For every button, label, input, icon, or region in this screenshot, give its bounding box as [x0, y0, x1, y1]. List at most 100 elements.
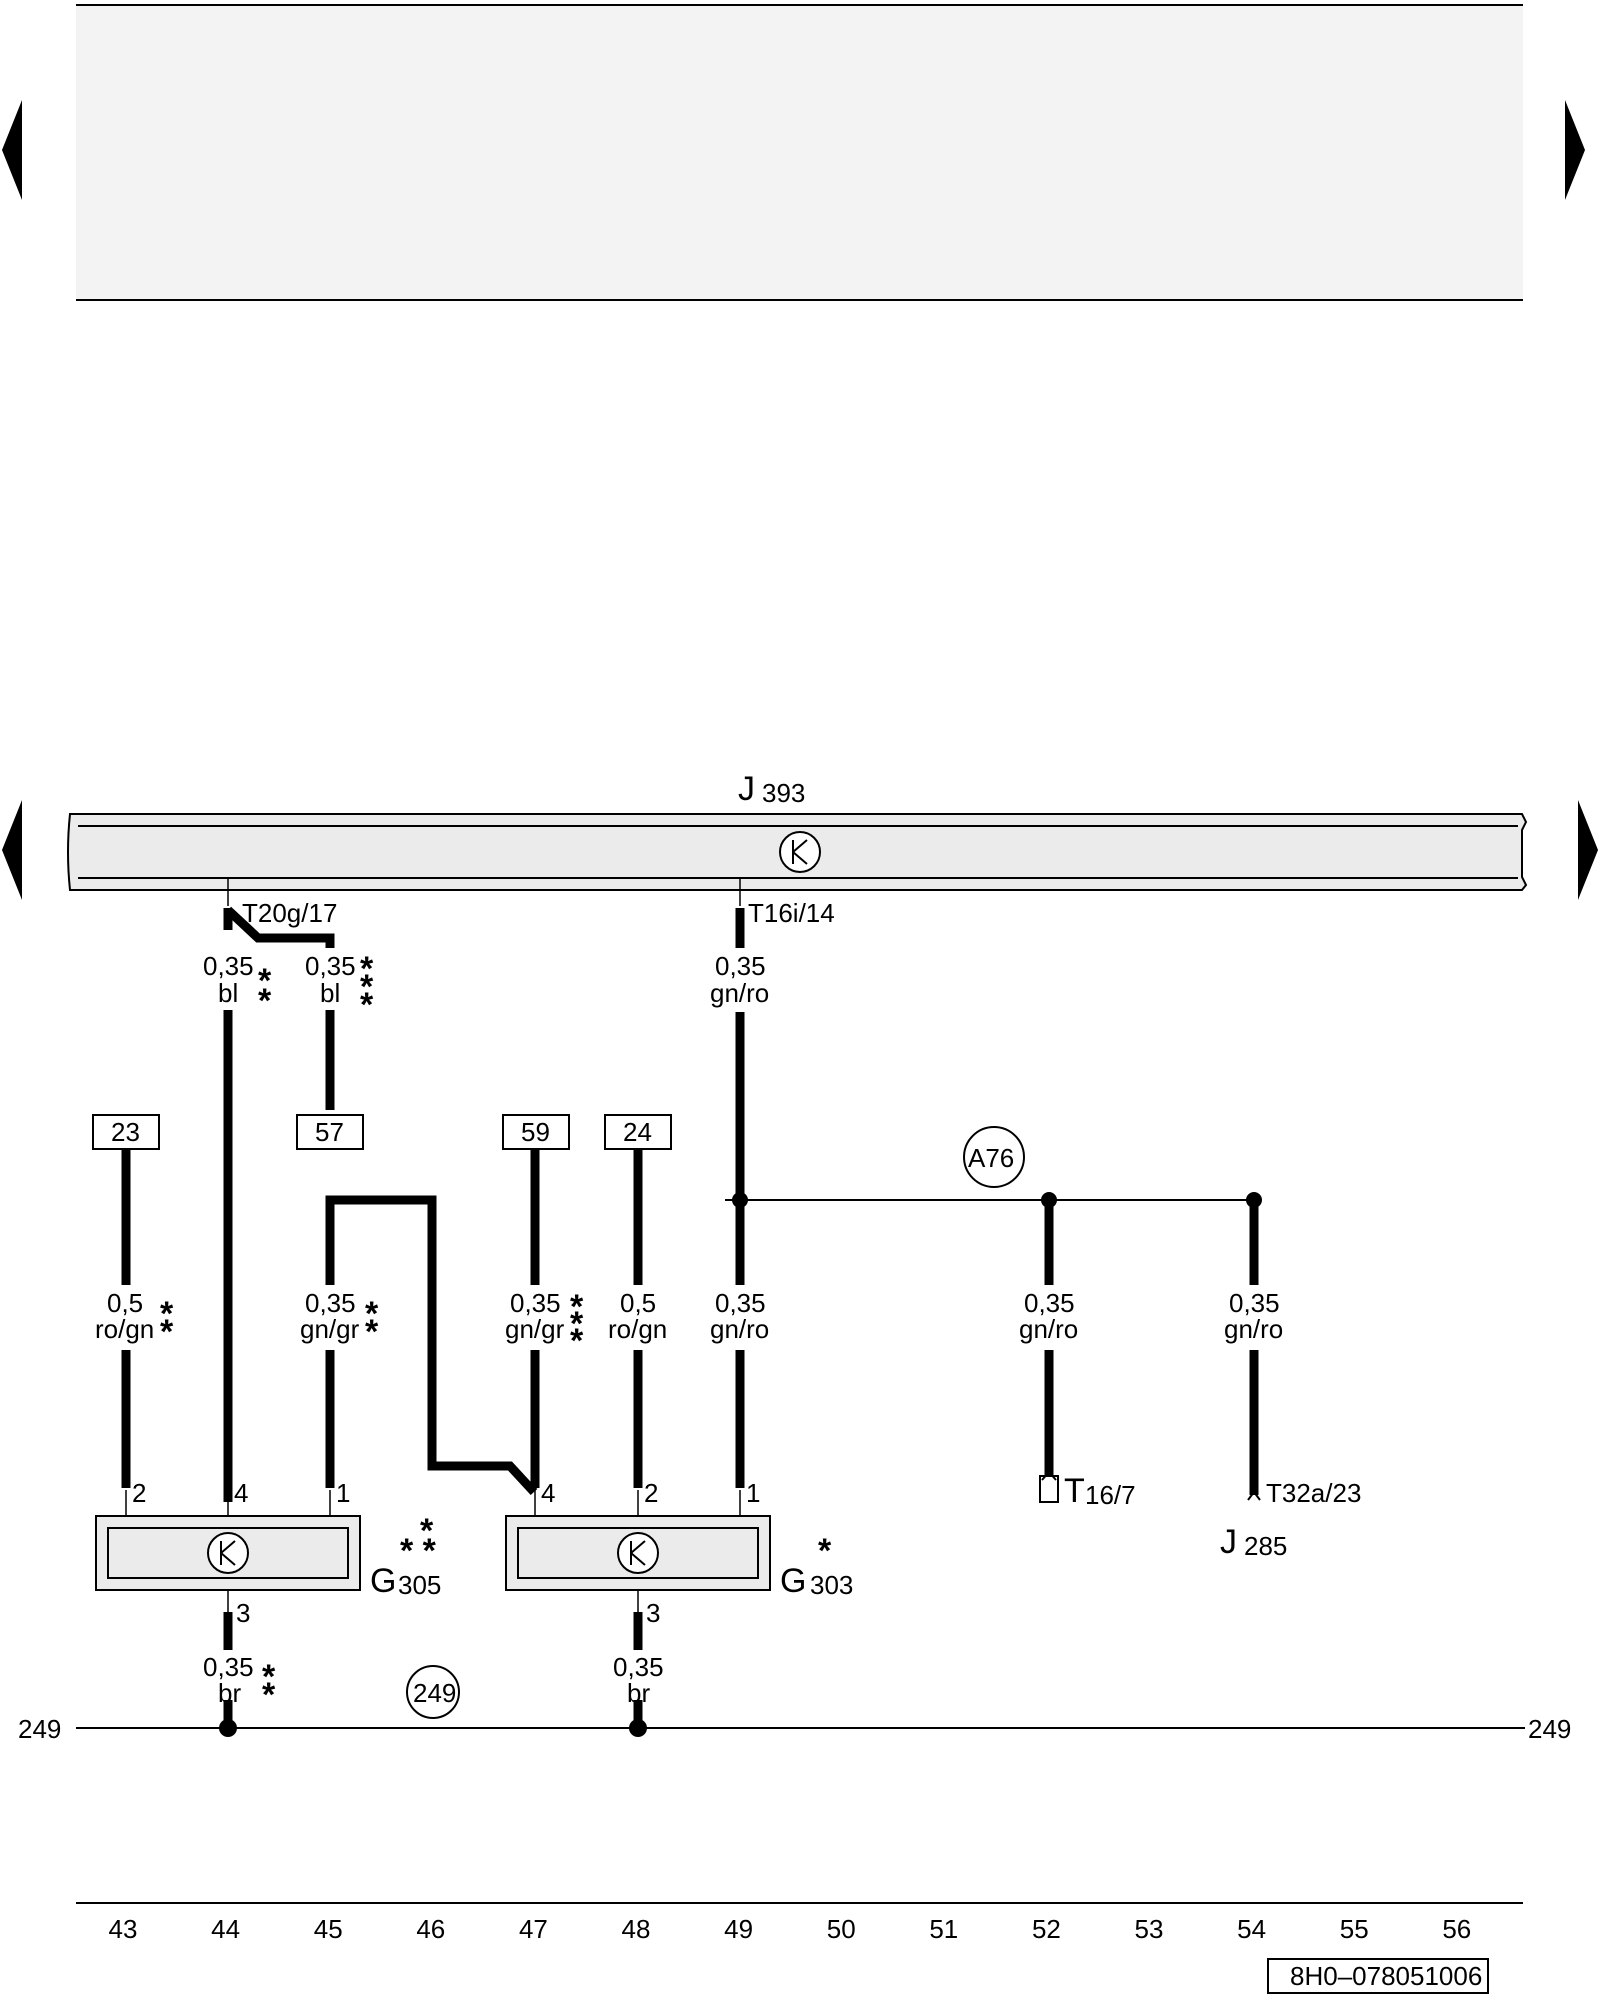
ecu-symbol-icon	[779, 831, 821, 873]
wire-44-45-jog	[224, 906, 335, 948]
svg-text:0,35: 0,35	[510, 1288, 561, 1318]
next-page-arrow-bottom[interactable]	[1578, 800, 1598, 900]
svg-text:0,5: 0,5	[107, 1288, 143, 1318]
ground-left-ref[interactable]: 249	[18, 1714, 61, 1744]
svg-text:*: *	[360, 986, 374, 1024]
prev-page-arrow-top[interactable]	[2, 100, 22, 200]
column-number: 43	[109, 1914, 138, 1944]
column-number: 52	[1032, 1914, 1061, 1944]
svg-text:*: *	[360, 968, 374, 1006]
column-number: 49	[724, 1914, 753, 1944]
svg-text:16/7: 16/7	[1085, 1480, 1136, 1510]
label-w45top: 0,35 bl * * *	[305, 950, 374, 1024]
column-number: 50	[827, 1914, 856, 1944]
svg-text:gn/ro: gn/ro	[1224, 1314, 1283, 1344]
svg-text:gn/gr: gn/gr	[300, 1314, 360, 1344]
svg-text:0,5: 0,5	[620, 1288, 656, 1318]
column-number: 54	[1237, 1914, 1266, 1944]
svg-text:T: T	[1064, 1472, 1085, 1510]
svg-text:* *: * *	[400, 1532, 437, 1570]
connector-t20g: T20g/17	[242, 898, 337, 928]
ground-right-ref[interactable]: 249	[1528, 1714, 1571, 1744]
label-w52: 0,35 gn/ro	[1019, 1288, 1078, 1344]
ref-box-57[interactable]: 57	[296, 1114, 364, 1150]
svg-text:1: 1	[746, 1478, 760, 1508]
label-w48bot: 0,35 br	[613, 1652, 664, 1708]
ref-box-59[interactable]: 59	[502, 1114, 570, 1150]
svg-text:ro/gn: ro/gn	[95, 1314, 154, 1344]
svg-text:0,35: 0,35	[715, 1288, 766, 1318]
svg-text:gn/ro: gn/ro	[710, 1314, 769, 1344]
svg-text:bl: bl	[320, 978, 340, 1008]
svg-text:*: *	[262, 1658, 276, 1696]
svg-text:*: *	[570, 1288, 584, 1326]
svg-text:*: *	[818, 1532, 832, 1570]
svg-text:br: br	[627, 1678, 650, 1708]
svg-text:*: *	[570, 1322, 584, 1360]
svg-text:gn/ro: gn/ro	[1019, 1314, 1078, 1344]
g303-letter: G	[780, 1562, 806, 1600]
column-number: 55	[1340, 1914, 1369, 1944]
g303-sensor-icon	[617, 1532, 659, 1574]
prev-page-arrow-bottom[interactable]	[2, 800, 22, 900]
svg-text:bl: bl	[218, 978, 238, 1008]
header-panel	[76, 5, 1523, 300]
splice-a76-badge	[963, 1126, 1025, 1188]
svg-text:0,35: 0,35	[203, 951, 254, 981]
svg-text:2: 2	[644, 1478, 658, 1508]
column-number: 56	[1442, 1914, 1471, 1944]
g305-letter: G	[370, 1562, 396, 1600]
svg-text:3: 3	[236, 1598, 250, 1628]
svg-text:*: *	[160, 1313, 174, 1351]
svg-text:23: 23	[111, 1117, 140, 1147]
label-w48: 0,5 ro/gn	[608, 1288, 667, 1344]
svg-text:3: 3	[646, 1598, 660, 1628]
j393-letter: J	[738, 770, 755, 808]
svg-text:br: br	[218, 1678, 241, 1708]
svg-text:4: 4	[234, 1478, 248, 1508]
splice-a76-label: A76	[968, 1143, 1014, 1173]
svg-text:0,35: 0,35	[1229, 1288, 1280, 1318]
ref-box-24[interactable]: 24	[604, 1114, 672, 1150]
label-w47: 0,35 gn/gr * * *	[505, 1288, 584, 1360]
label-w49top: 0,35 gn/ro	[710, 951, 769, 1008]
svg-text:0,35: 0,35	[305, 1288, 356, 1318]
svg-text:*: *	[258, 982, 272, 1020]
svg-text:*: *	[258, 962, 272, 1000]
terminal-t16: T 16/7	[1039, 1470, 1136, 1510]
column-number: 45	[314, 1914, 343, 1944]
column-number: 53	[1135, 1914, 1164, 1944]
svg-text:gn/ro: gn/ro	[710, 978, 769, 1008]
svg-text:24: 24	[623, 1117, 652, 1147]
svg-text:*: *	[262, 1676, 276, 1714]
svg-text:J: J	[1220, 1523, 1237, 1561]
svg-text:0,35: 0,35	[203, 1652, 254, 1682]
svg-text:4: 4	[541, 1478, 555, 1508]
svg-text:*: *	[365, 1295, 379, 1333]
ground-249-badge	[406, 1665, 460, 1719]
connector-t16i: T16i/14	[748, 898, 835, 928]
svg-text:ro/gn: ro/gn	[608, 1314, 667, 1344]
sensor-g303: 4 2 1 3 G 303 *	[505, 1478, 853, 1628]
svg-text:*: *	[360, 950, 374, 988]
column-number: 44	[211, 1914, 240, 1944]
label-w44bot: 0,35 br * *	[203, 1652, 276, 1714]
label-w43: 0,5 ro/gn * *	[95, 1288, 174, 1351]
next-page-arrow-top[interactable]	[1565, 100, 1585, 200]
label-w49: 0,35 gn/ro	[710, 1288, 769, 1344]
svg-text:2: 2	[132, 1478, 146, 1508]
ground-249-label: 249	[413, 1678, 456, 1708]
svg-text:285: 285	[1244, 1531, 1287, 1561]
column-number: 51	[929, 1914, 958, 1944]
j393-number: 393	[762, 778, 805, 808]
column-number: 48	[622, 1914, 651, 1944]
label-w45: 0,35 gn/gr * *	[300, 1288, 379, 1351]
ref-box-23[interactable]: 23	[92, 1114, 160, 1150]
svg-text:0,35: 0,35	[305, 951, 356, 981]
column-number: 47	[519, 1914, 548, 1944]
svg-text:0,35: 0,35	[1024, 1288, 1075, 1318]
svg-text:0,35: 0,35	[613, 1652, 664, 1682]
terminal-t32a: T32a/23 J 285	[1220, 1478, 1361, 1561]
